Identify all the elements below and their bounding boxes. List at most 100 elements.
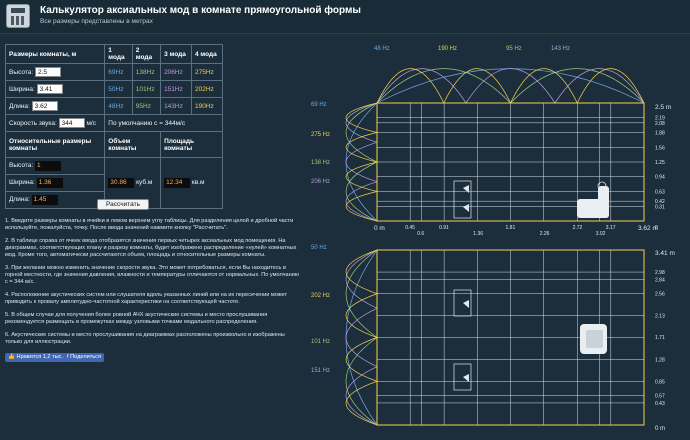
section-height-max: 2.5 m	[655, 104, 671, 111]
speaker-2-box	[453, 289, 472, 317]
plan-grid	[377, 250, 644, 425]
plan-left-curve	[345, 337, 378, 382]
page-title: Калькулятор аксиальных мод в комнате пря…	[40, 5, 361, 16]
section-left-freq-138: 138 Hz	[311, 160, 330, 166]
plan-right-tick: 2.98	[655, 270, 665, 276]
width-input[interactable]: 3.41	[36, 84, 63, 94]
listener-head	[597, 181, 607, 191]
plan-left-curve	[345, 249, 378, 338]
section-left-freq-69: 69 Hz	[311, 102, 327, 108]
volume-value: 30.86	[108, 178, 135, 188]
section-arch-curve	[376, 68, 467, 104]
length-cell: Длина: 3.62	[4, 97, 106, 115]
plan-left-freq-50: 50 Hz	[311, 245, 327, 251]
top-mode-arches	[376, 68, 645, 104]
section-bottom-tick: 3.02	[596, 231, 606, 237]
plan-width-max: 3.41 m	[655, 250, 675, 257]
section-right-tick: 0.42	[655, 199, 665, 205]
section-height-zero: 0	[655, 225, 658, 231]
rel-height-value: 1	[34, 161, 61, 171]
volume-header: Объем комнаты	[104, 131, 162, 158]
section-right-tick: 2.19	[655, 116, 665, 122]
plan-left-freq-101: 101 Hz	[311, 339, 330, 345]
note-3: 3. При желании можно изменить значение с…	[5, 265, 300, 285]
plan-left-mode-curves	[345, 249, 378, 426]
speed-unit: м/с	[86, 120, 96, 127]
section-left-freq-275: 275 Hz	[311, 132, 330, 138]
section-left-curve	[345, 102, 378, 133]
plan-left-curve	[345, 380, 378, 426]
section-left-curve	[345, 181, 378, 222]
height-mode-4: 275Hz	[191, 63, 223, 81]
plan-left-curve	[345, 249, 378, 295]
section-bottom-tick: 0.6	[417, 231, 424, 237]
speed-input[interactable]: 344	[58, 118, 85, 128]
section-bottom-tick: 0.91	[439, 225, 449, 231]
armchair-icon	[577, 181, 609, 218]
note-1: 1. Введите размеры комнаты в ячейки в ле…	[5, 218, 294, 231]
plan-diagram: 50 Hz 202 Hz 101 Hz 151 Hz 3.41 m 2.982.…	[311, 245, 675, 432]
plan-left-curve	[345, 249, 378, 309]
speaker-icon	[463, 374, 469, 382]
rel-width-value: 1.36	[36, 178, 63, 188]
armchair-icon	[580, 324, 607, 354]
section-right-tick: 0.63	[655, 189, 665, 195]
rel-width-cell: Ширина: 1.36	[4, 174, 106, 192]
height-input[interactable]: 2.5	[34, 67, 61, 77]
section-left-curve	[345, 102, 378, 163]
section-freq-48: 48 Hz	[374, 46, 390, 52]
note-2: 2. В таблице справа от ячеек ввода отобр…	[5, 238, 297, 258]
instructions: 1. Введите размеры комнаты в ячейки в ле…	[5, 218, 303, 352]
section-right-tick: 0.31	[655, 204, 665, 210]
section-left-mode-curves	[345, 102, 378, 222]
volume-unit: куб.м	[136, 179, 153, 186]
section-left-curve	[345, 161, 378, 222]
section-diagram: 48 Hz 190 Hz 95 Hz 143 Hz 69 Hz 275 Hz 1…	[311, 46, 671, 237]
section-right-ticks: 2.192.081.881.561.250.940.630.420.31	[655, 116, 665, 211]
fb-like-button[interactable]: 👍 Нравится 1,2 тыс.	[5, 353, 67, 362]
rel-height-label: Высота:	[9, 162, 34, 169]
plan-left-curve	[345, 293, 378, 338]
section-x-max: 3.62 m	[638, 225, 658, 232]
width-label: Ширина:	[9, 86, 35, 93]
speed-label: Скорость звука:	[9, 120, 57, 127]
plan-left-curve	[345, 366, 378, 426]
plan-right-tick: 2.84	[655, 277, 665, 283]
section-bottom-tick: 1.36	[473, 231, 483, 237]
length-input[interactable]: 3.62	[31, 101, 58, 111]
note-5: 5. В общем случае для получения более ро…	[5, 312, 268, 325]
note-4: 4. Расположение акустических систем или …	[5, 292, 288, 305]
plan-left-freq-151: 151 Hz	[311, 368, 330, 374]
room-table: Размеры комнаты, м 1 мода 2 мода 3 мода …	[4, 44, 223, 209]
section-arch-curve	[465, 68, 556, 104]
plan-right-tick: 2.56	[655, 292, 665, 298]
calculate-button[interactable]: Рассчитать	[97, 199, 149, 210]
speaker-icon	[463, 204, 469, 212]
fb-share-label: Поделиться	[70, 354, 102, 360]
section-x-zero: 0 m	[374, 225, 385, 232]
section-left-curve	[345, 132, 378, 163]
section-left-curve	[345, 141, 378, 183]
plan-right-tick: 0.43	[655, 401, 665, 407]
section-arch-curve	[576, 68, 645, 104]
speaker-1-box	[453, 180, 472, 219]
speaker-3	[453, 363, 472, 391]
speaker-2	[453, 289, 472, 317]
section-bottom-tick: 0.45	[405, 225, 415, 231]
area-unit: кв.м	[191, 179, 205, 186]
plan-right-tick: 1.28	[655, 357, 665, 363]
calculator-icon	[6, 4, 30, 28]
section-right-tick: 2.08	[655, 121, 665, 127]
speaker-1	[453, 180, 472, 219]
section-left-curve	[345, 191, 378, 222]
plan-right-tick: 1.71	[655, 335, 665, 341]
section-arch-curve	[443, 68, 511, 104]
section-bottom-tick: 3.17	[606, 225, 616, 231]
section-right-tick: 1.88	[655, 130, 665, 136]
plan-right-tick: 0.57	[655, 394, 665, 400]
length-label: Длина:	[9, 103, 30, 110]
fb-share-button[interactable]: f Поделиться	[64, 353, 105, 362]
section-left-curve	[345, 102, 378, 143]
